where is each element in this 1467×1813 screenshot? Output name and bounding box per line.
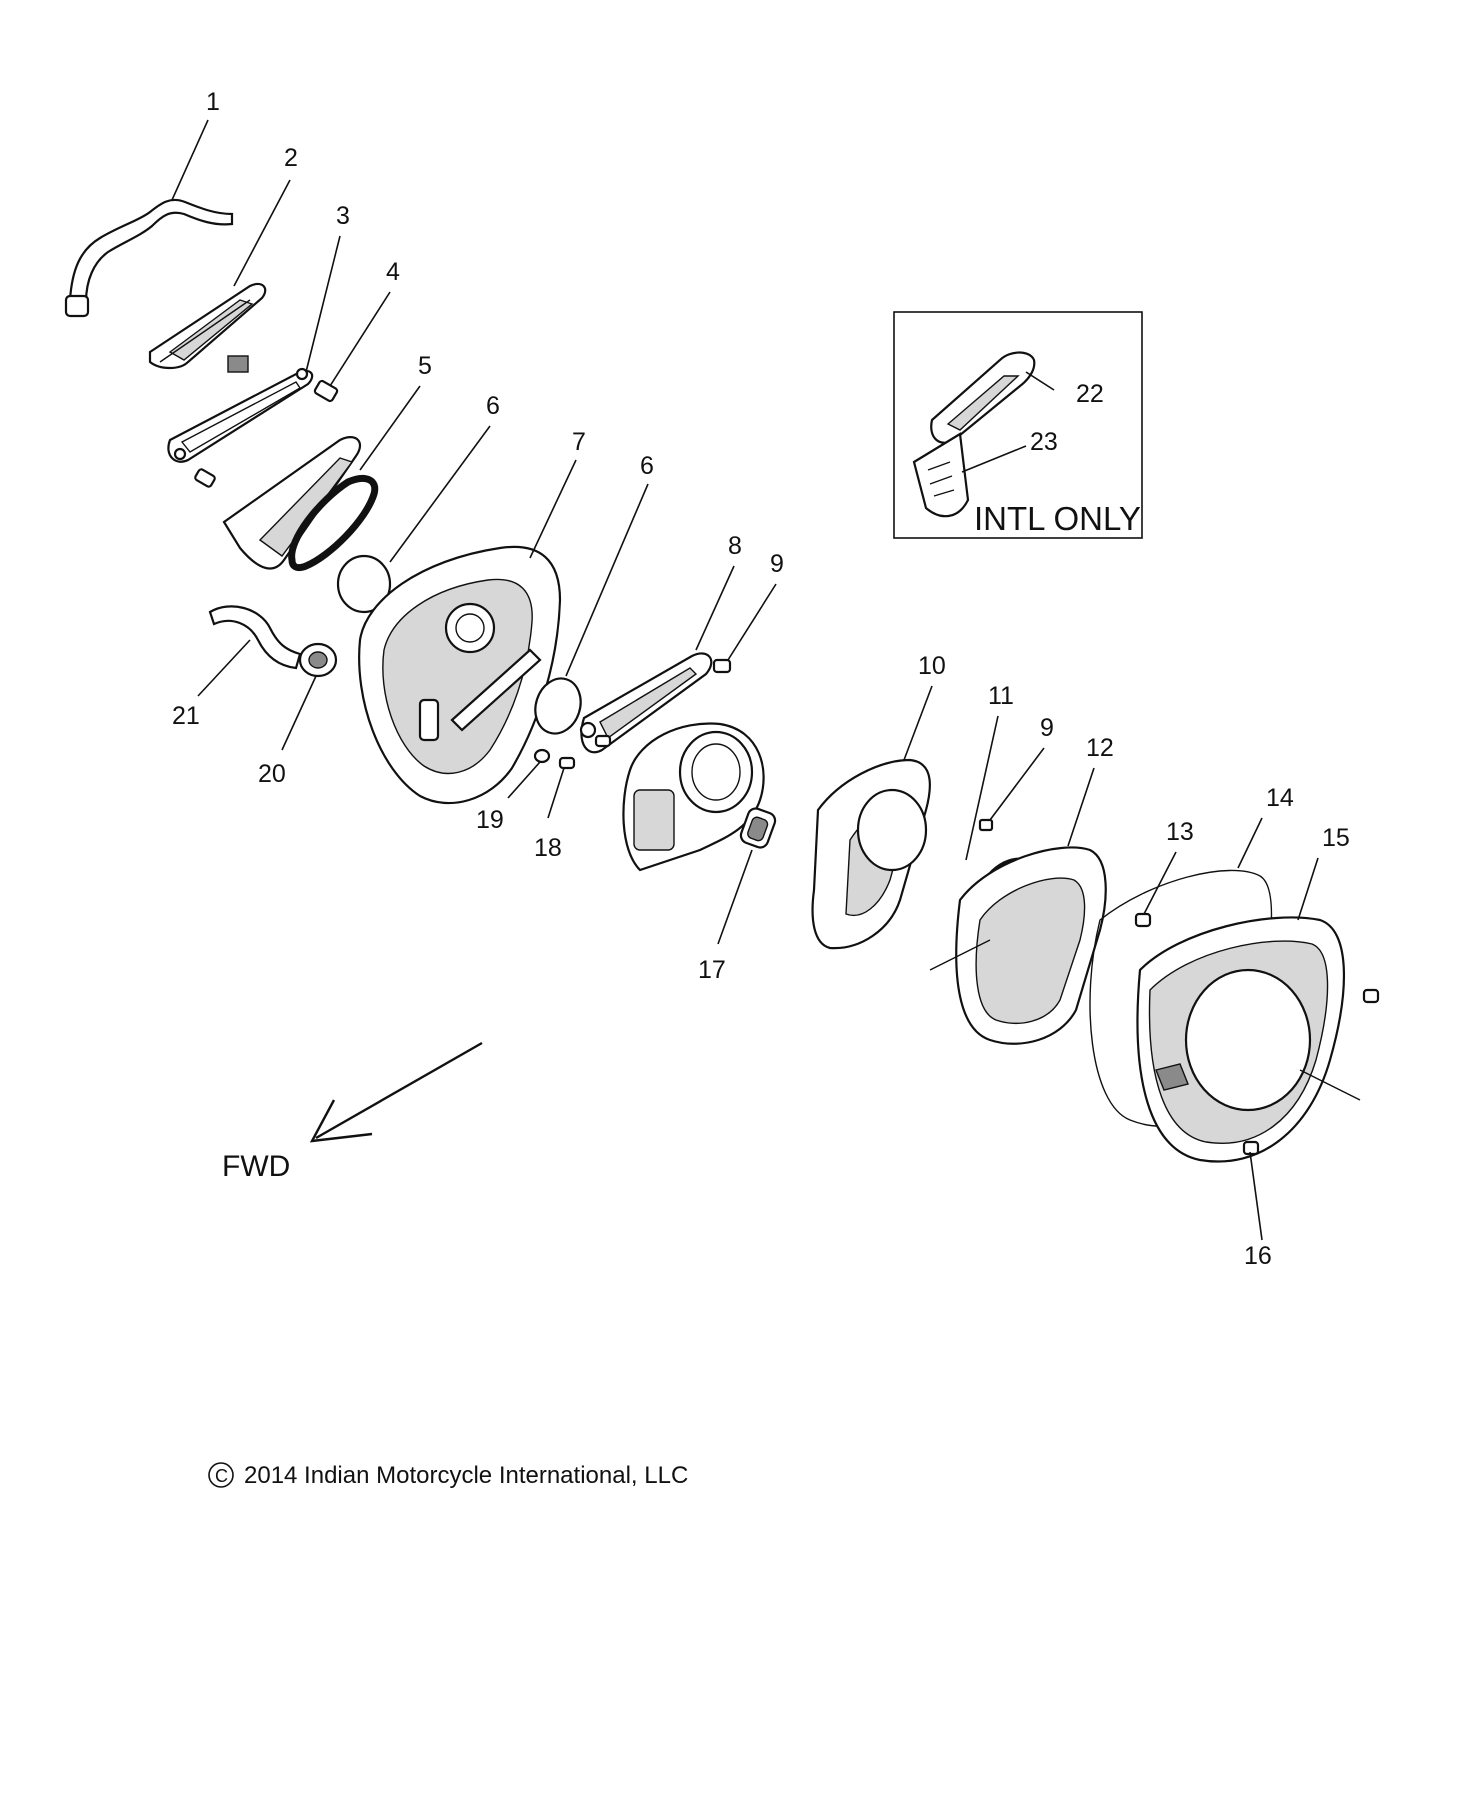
leader-lines [171,119,1319,1241]
callout-4: 4 [386,258,400,286]
part-12-filter-element [929,846,1107,1045]
part-16-screw-upper [1362,988,1380,1004]
part-8-throttle-adapter [579,652,713,754]
part-3-gasket [167,367,314,463]
callout-6-lower: 6 [640,452,654,480]
part-9-screw-upper [712,658,732,674]
callout-19: 19 [476,806,504,834]
callout-3: 3 [336,202,350,230]
part-5-intake-adapter [222,436,379,572]
callout-7: 7 [572,428,586,456]
callout-22: 22 [1076,380,1104,408]
intl-only-inset [893,311,1143,539]
part-13-screw [1134,912,1152,928]
part-23-intl-label [912,432,970,518]
callout-20: 20 [258,760,286,788]
callout-21: 21 [172,702,200,730]
part-20-grommet [298,642,338,678]
intl-only-label: INTL ONLY [974,500,1141,537]
callout-16: 16 [1244,1242,1272,1270]
copyright-footer: C 2014 Indian Motorcycle International, … [208,1462,688,1489]
part-9-screw-lower [978,818,994,832]
callout-labels: 1 2 3 4 5 6 6 7 8 9 9 10 11 12 13 14 15 … [172,88,1350,1270]
callout-23: 23 [1030,428,1058,456]
copyright-symbol-letter: C [215,1466,228,1486]
callout-2: 2 [284,144,298,172]
part-4-screw [194,379,339,488]
copyright-text: 2014 Indian Motorcycle International, LL… [244,1462,688,1489]
callout-6-upper: 6 [486,392,500,420]
forward-direction-arrow [309,1041,483,1143]
callout-11: 11 [988,682,1014,710]
callout-12: 12 [1086,734,1114,762]
throttle-body [622,722,765,872]
part-6-o-ring-lower [534,677,582,735]
callout-9-lower: 9 [1040,714,1054,742]
part-18-screw [558,756,576,770]
part-2-intake-bell [148,282,267,373]
callout-15: 15 [1322,824,1350,852]
fwd-label: FWD [222,1150,290,1183]
callout-8: 8 [728,532,742,560]
callout-9-upper: 9 [770,550,784,578]
callout-18: 18 [534,834,562,862]
part-1-breather-hose [64,198,234,318]
copyright-symbol-icon [208,1462,234,1488]
callout-5: 5 [418,352,432,380]
part-9-screw-left [594,734,612,748]
callout-13: 13 [1166,818,1194,846]
callout-17: 17 [698,956,726,984]
part-6-o-ring-upper [336,554,392,614]
part-16-screw [1242,1140,1260,1156]
callout-10: 10 [918,652,946,680]
callout-14: 14 [1266,784,1294,812]
part-10-backing-plate [811,758,931,950]
part-7-airbox-backplate [358,545,562,805]
callout-1: 1 [206,88,220,116]
part-21-drain-hose [208,605,302,670]
part-15-air-cleaner-cover [1136,916,1361,1163]
part-17-grommet [739,807,777,849]
part-19-washer [533,748,551,764]
